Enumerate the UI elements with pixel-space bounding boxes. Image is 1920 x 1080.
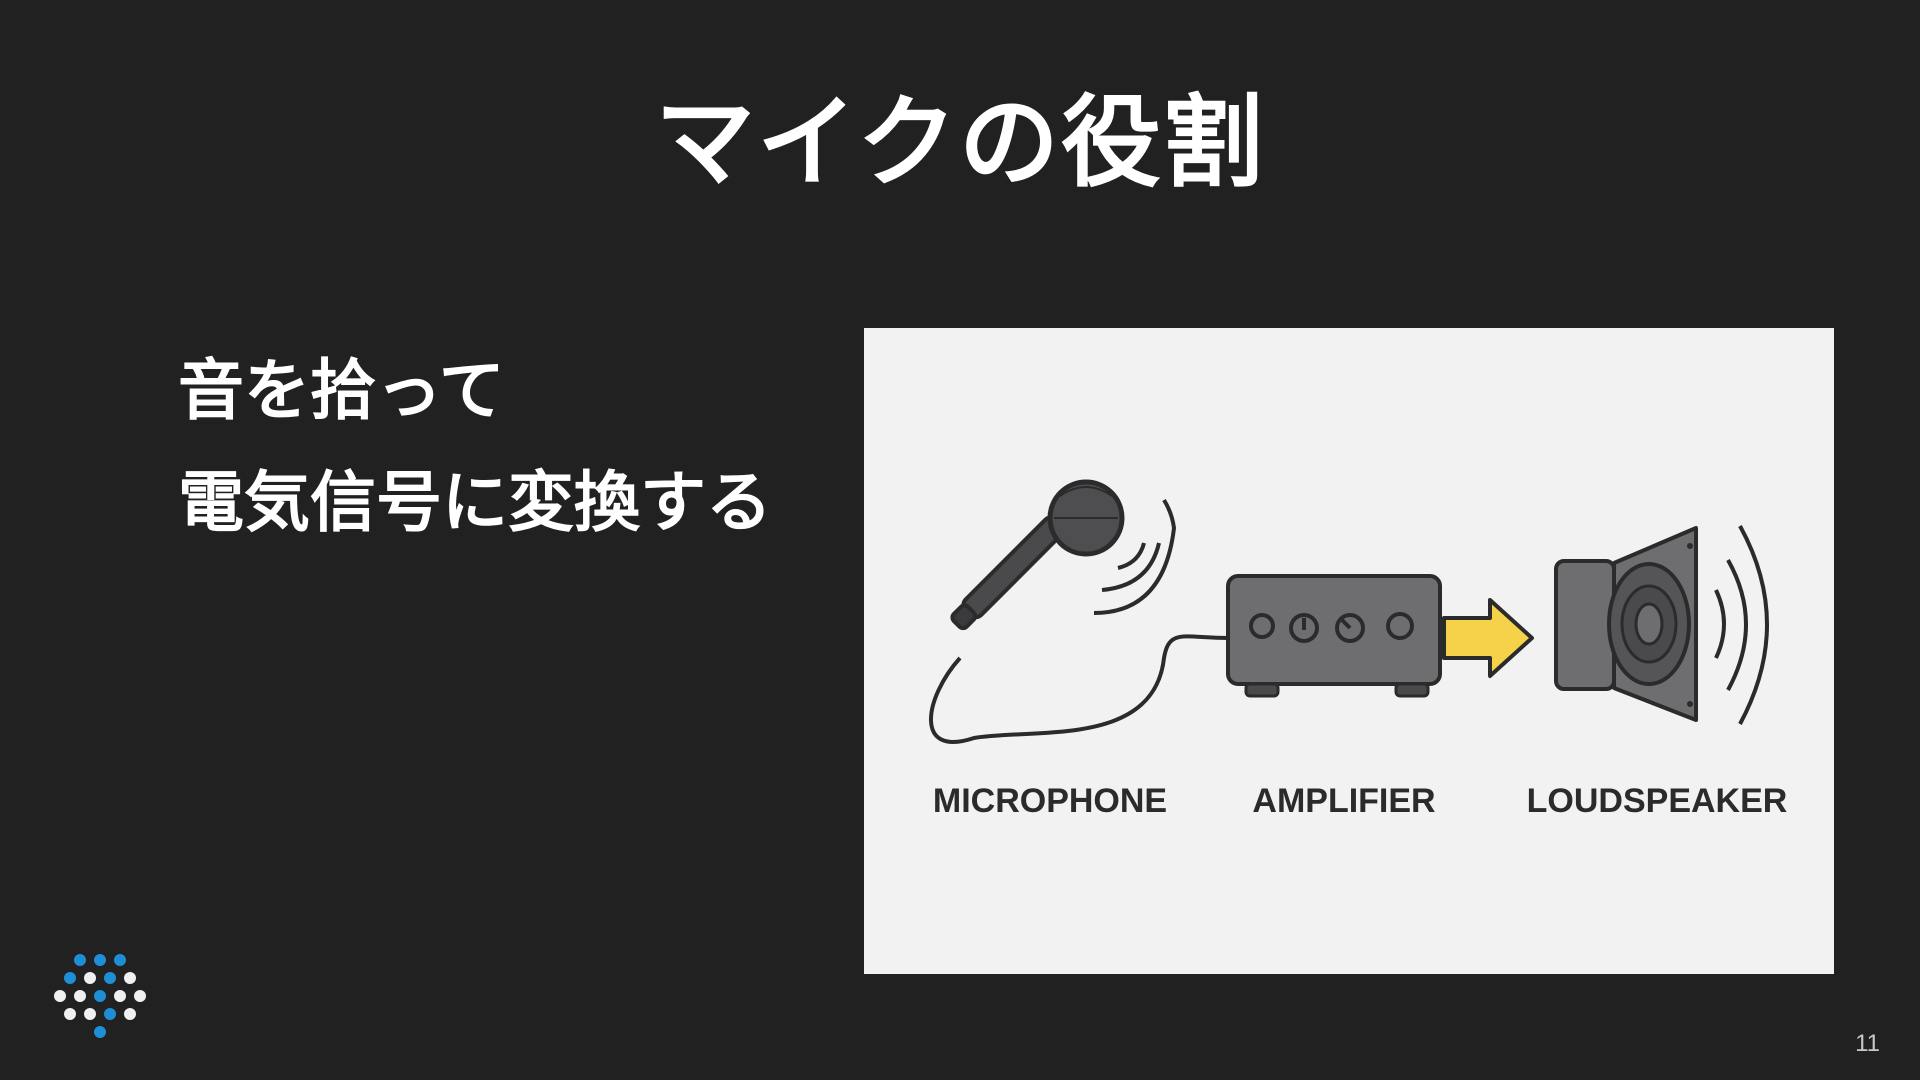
signal-arrow-icon: [1442, 598, 1534, 678]
slide-body-text: 音を拾って 電気信号に変換する: [178, 335, 772, 559]
slide-title: マイクの役割: [655, 84, 1265, 201]
label-microphone: MICROPHONE: [933, 782, 1167, 820]
page-number: 11: [1855, 1030, 1880, 1057]
label-amplifier: AMPLIFIER: [1252, 782, 1435, 820]
body-line-1: 音を拾って: [178, 352, 505, 429]
signal-chain-figure: MICROPHONE AMPLIFIER LOUDSPEAKER: [864, 328, 1834, 974]
loudspeaker-icon: [1554, 525, 1769, 725]
label-loudspeaker: LOUDSPEAKER: [1527, 782, 1788, 820]
microphone-icon: [929, 479, 1229, 744]
dot-grid-logo-icon: [52, 952, 152, 1042]
body-line-2: 電気信号に変換する: [178, 464, 772, 541]
amplifier-icon: [1226, 574, 1442, 698]
